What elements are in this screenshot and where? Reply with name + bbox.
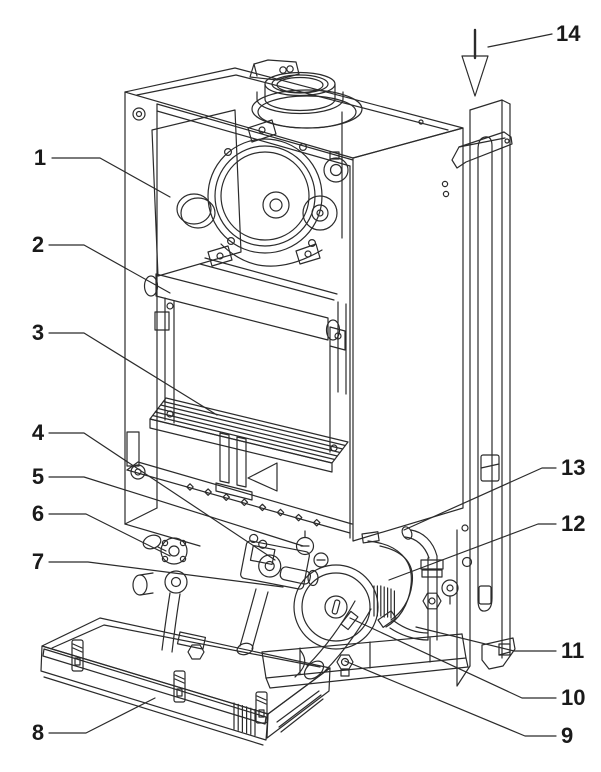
callout-label-13: 13 (561, 455, 585, 480)
callout-leader-13 (403, 467, 557, 531)
cabinet-right-panel (352, 127, 464, 542)
callout-label-6: 6 (32, 501, 44, 526)
callout-label-10: 10 (561, 685, 585, 710)
callout-leader-10 (349, 617, 557, 699)
callout-leader-14 (487, 33, 553, 48)
callout-leader-1 (51, 157, 171, 198)
fan-base-shelf (199, 257, 338, 301)
front-panel-plate (151, 109, 242, 277)
callout-label-12: 12 (561, 511, 585, 536)
fan-motor (302, 195, 338, 231)
frame-foot (481, 637, 516, 670)
control-panel (40, 617, 331, 746)
control-panel-end (266, 667, 331, 739)
flue-collar (249, 59, 363, 129)
callout-leader-9 (344, 660, 557, 737)
callout-label-3: 3 (32, 320, 44, 345)
callout-leader-7 (48, 561, 284, 588)
callout-leader-11 (415, 626, 557, 652)
panel-clip (255, 691, 268, 724)
pump (293, 564, 395, 650)
callout-label-7: 7 (32, 549, 44, 574)
ignition-bracket (215, 432, 278, 501)
callout-leader-8 (48, 697, 156, 734)
callout-label-5: 5 (32, 464, 44, 489)
right-pipework (389, 526, 459, 641)
callout-leader-5 (48, 476, 304, 547)
frame-slot (477, 136, 493, 612)
callout-leader-2 (48, 244, 171, 294)
panel-clip (71, 639, 84, 672)
cabinet (124, 67, 464, 547)
left-valve-cluster (132, 534, 207, 660)
heating-return-pipe (236, 588, 269, 656)
drain-valve (336, 654, 354, 677)
callout-leader-4 (48, 432, 276, 561)
gas-valve (240, 533, 310, 590)
callout-label-9: 9 (561, 723, 573, 748)
panel-clip (173, 670, 186, 703)
top-fixing-bracket (249, 59, 300, 81)
callout-label-2: 2 (32, 232, 44, 257)
flow-sensor (295, 530, 329, 568)
callout-leader-12 (388, 523, 557, 581)
callout-leader-6 (48, 513, 171, 557)
hydraulic-group (132, 526, 469, 689)
control-panel-front (40, 645, 269, 741)
burner-floor-holes (186, 483, 321, 527)
callout-label-8: 8 (32, 720, 44, 745)
bypass-pipe (361, 531, 414, 628)
cabinet-top-panel (124, 67, 464, 159)
callout-label-1: 1 (34, 145, 46, 170)
callout-label-14: 14 (556, 21, 581, 46)
callout-label-11: 11 (561, 638, 584, 663)
callout-label-4: 4 (32, 420, 45, 445)
panel-vents (233, 702, 256, 737)
fan-assembly (207, 111, 349, 267)
wall-mounting-frame (441, 99, 516, 687)
air-pressure-switch (323, 157, 349, 183)
hanging-bracket (451, 131, 513, 169)
burner (149, 397, 349, 473)
heat-exchanger (143, 273, 347, 453)
down-arrow-icon (461, 28, 489, 97)
callout-leader-3 (48, 332, 218, 416)
base-chassis (261, 633, 469, 689)
